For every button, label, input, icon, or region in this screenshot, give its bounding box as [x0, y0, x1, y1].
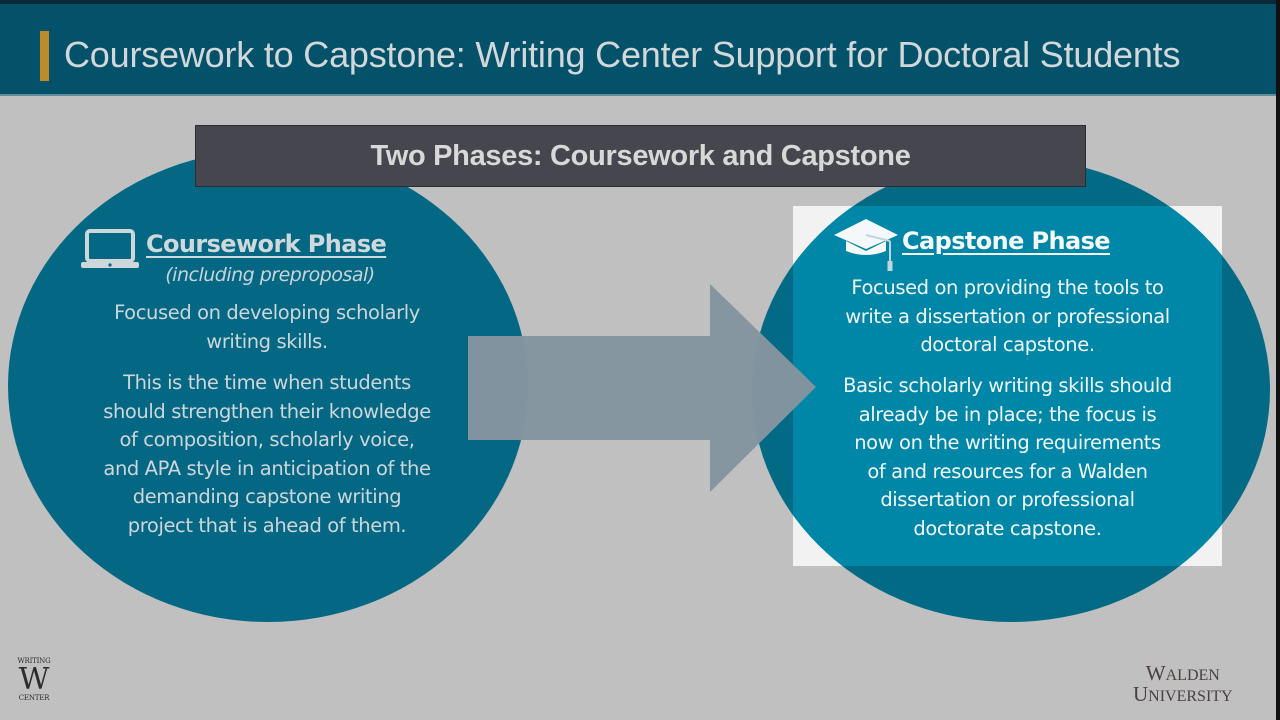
slide-title: Coursework to Capstone: Writing Center S… [64, 34, 1181, 75]
coursework-circle [8, 150, 528, 622]
walden-university-logo: WALDEN UNIVERSITY [1133, 661, 1233, 706]
logo-text: ALDEN [1165, 667, 1220, 684]
logo-text: NIVERSITY [1148, 688, 1233, 705]
text-line: This is the time when students [123, 371, 411, 394]
capstone-highlight-box [793, 206, 1222, 566]
text-line: and APA style in anticipation of the [103, 456, 431, 480]
capstone-paragraph-2: Basic scholarly writing skills should al… [800, 372, 1215, 543]
text-line: Focused on developing scholarly [114, 301, 420, 324]
text-line: writing skills. [206, 329, 328, 353]
logo-text: W [1145, 661, 1166, 685]
title-accent-bar [40, 31, 49, 81]
coursework-heading: Coursework Phase [146, 230, 387, 258]
laptop-icon [81, 229, 139, 268]
capstone-paragraph-1: Focused on providing the tools to write … [800, 274, 1215, 360]
text-line: now on the writing requirements [854, 431, 1161, 454]
text-line: of composition, scholarly voice, [119, 428, 415, 451]
writing-center-logo: WRITING W CENTER [12, 657, 56, 703]
phase-banner-text: Two Phases: Coursework and Capstone [370, 139, 911, 172]
logo-text: WRITING [17, 657, 51, 665]
coursework-paragraph-1: Focused on developing scholarly writing … [62, 299, 472, 356]
window-top-edge [0, 0, 1280, 4]
slide-title-bar: Coursework to Capstone: Writing Center S… [0, 4, 1276, 96]
logo-text: U [1133, 682, 1149, 706]
text-line: dissertation or professional [880, 488, 1135, 511]
coursework-paragraph-2: This is the time when students should st… [62, 369, 472, 540]
text-line: write a dissertation or professional [845, 304, 1170, 328]
right-arrow-icon [468, 284, 816, 492]
text-line: doctorate capstone. [913, 516, 1102, 540]
text-line: already be in place; the focus is [858, 402, 1157, 426]
graduation-cap-icon [834, 219, 898, 271]
phase-banner: Two Phases: Coursework and Capstone [195, 125, 1086, 187]
capstone-highlight-circle [793, 206, 1222, 566]
capstone-heading: Capstone Phase [902, 227, 1111, 255]
logo-text: CENTER [18, 694, 50, 702]
coursework-subheading: (including preproposal) [165, 264, 375, 286]
text-line: of and resources for a Walden [867, 459, 1148, 483]
text-line: should strengthen their knowledge [103, 399, 431, 423]
text-line: Focused on providing the tools to [851, 276, 1164, 299]
text-line: Basic scholarly writing skills should [843, 374, 1172, 397]
text-line: project that is ahead of them. [127, 513, 407, 537]
logo-letter: W [18, 662, 50, 697]
window-right-edge [1276, 0, 1280, 720]
text-line: demanding capstone writing [132, 485, 402, 508]
text-line: doctoral capstone. [920, 333, 1095, 356]
